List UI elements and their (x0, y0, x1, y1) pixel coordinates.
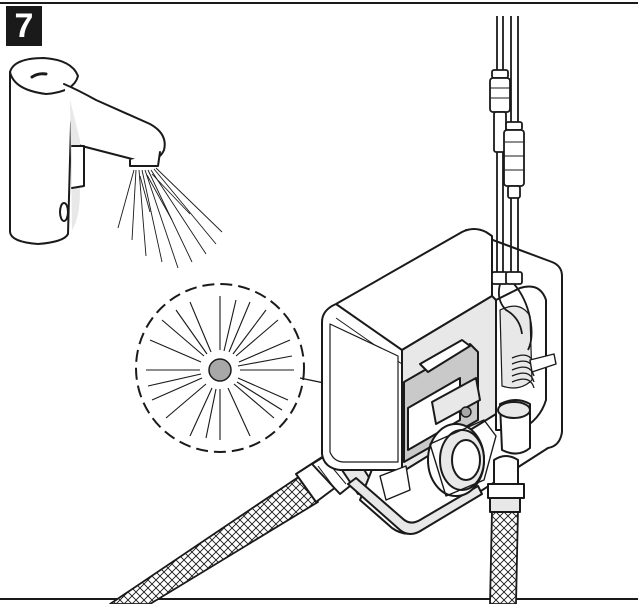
top-border (0, 2, 638, 4)
electronic-control-box-icon (321, 228, 563, 535)
water-spray (117, 167, 223, 269)
faucet-icon (9, 57, 166, 245)
braided-hose-icon (109, 475, 519, 604)
led-indicator-icon (208, 358, 232, 382)
bottom-border (0, 598, 638, 600)
box-led-indicator (460, 406, 472, 418)
led-detail-callout (135, 283, 305, 453)
step-number-badge: 7 (6, 6, 42, 46)
sensor-cables (489, 16, 533, 351)
